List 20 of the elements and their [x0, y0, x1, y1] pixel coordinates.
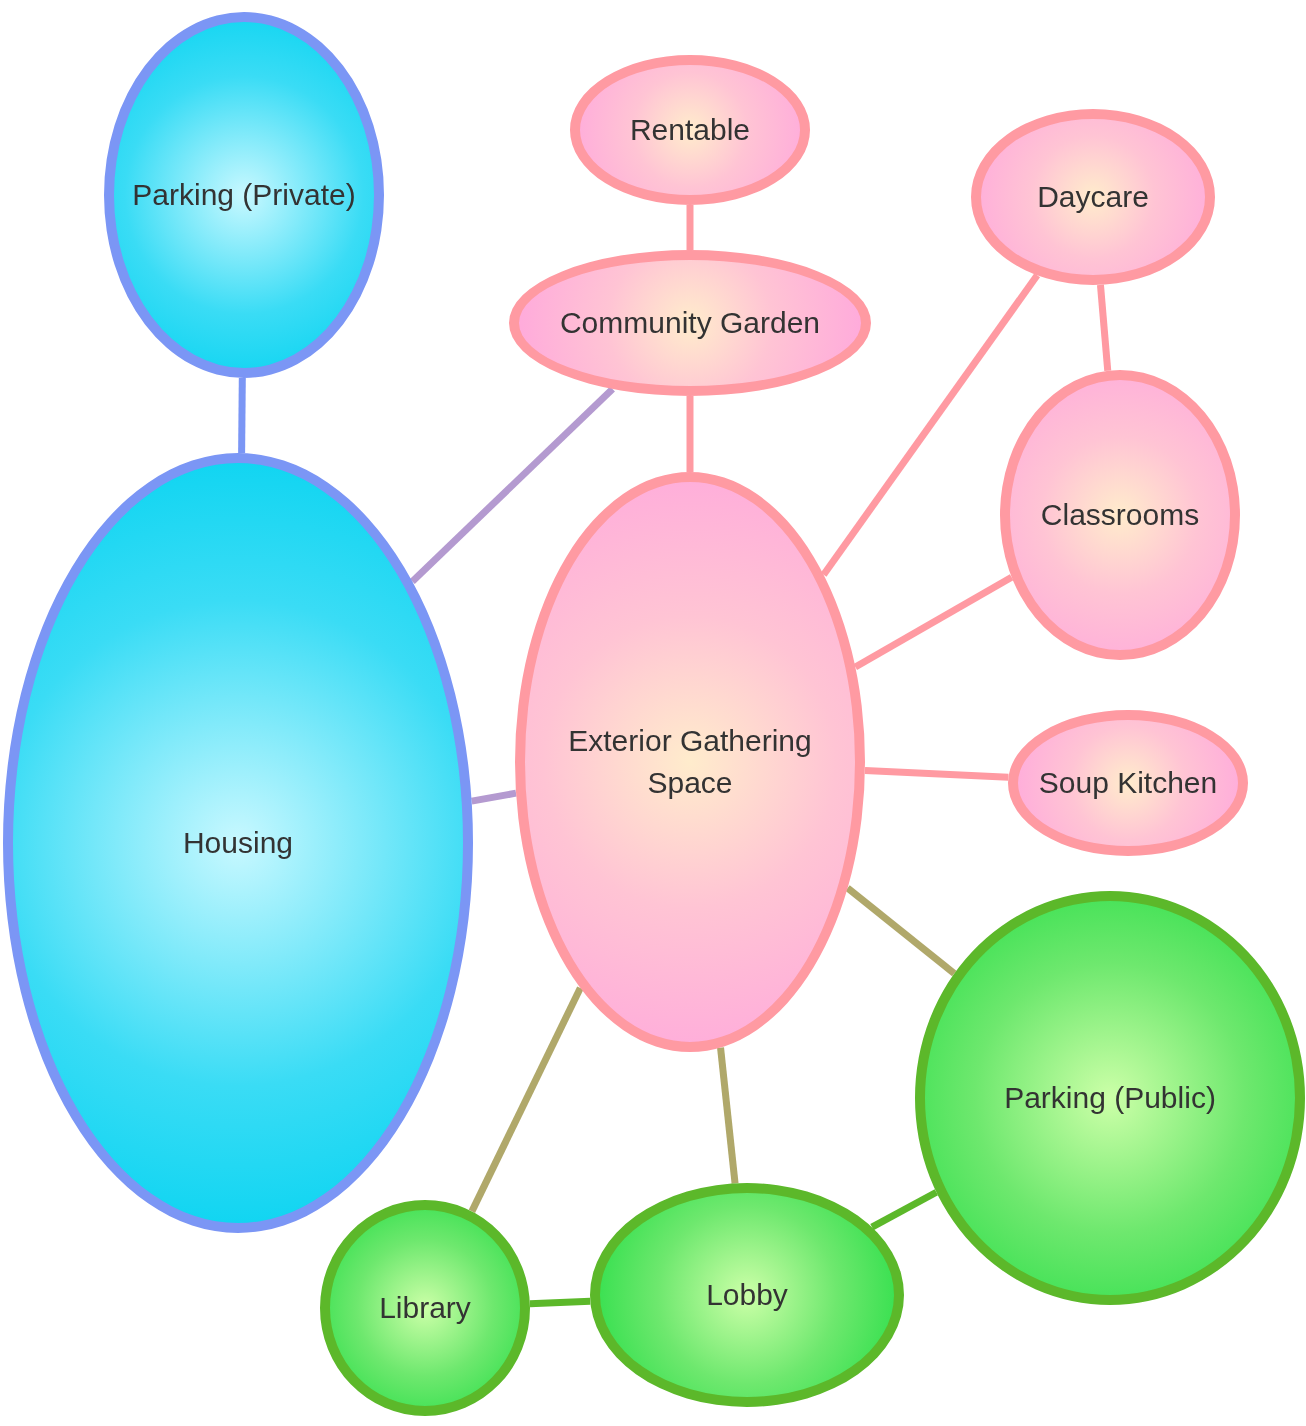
- connector-line: [1096, 284, 1112, 372]
- bubble-label: Housing: [182, 825, 294, 861]
- bubble-label: Lobby: [706, 1277, 788, 1313]
- bubble-label: Classrooms: [1040, 497, 1200, 533]
- bubble-label: Daycare: [1037, 179, 1149, 215]
- connector-line: [238, 377, 246, 454]
- bubble-label: Library: [379, 1290, 471, 1326]
- connector-line: [717, 1047, 739, 1184]
- connector-line: [864, 766, 1009, 781]
- connector-line: [468, 986, 584, 1213]
- connector-line: [471, 789, 517, 805]
- bubble-label: Community Garden: [559, 305, 821, 341]
- bubble-label: Rentable: [629, 112, 751, 148]
- connector-line: [529, 1297, 591, 1308]
- bubble-label: Exterior Gathering Space: [567, 723, 813, 801]
- bubble-label: Parking (Public): [1004, 1080, 1216, 1116]
- bubble-label: Soup Kitchen: [1038, 765, 1218, 801]
- connector-line: [686, 396, 694, 472]
- bubble-label: Parking (Private): [132, 177, 356, 213]
- connector-line: [686, 205, 694, 250]
